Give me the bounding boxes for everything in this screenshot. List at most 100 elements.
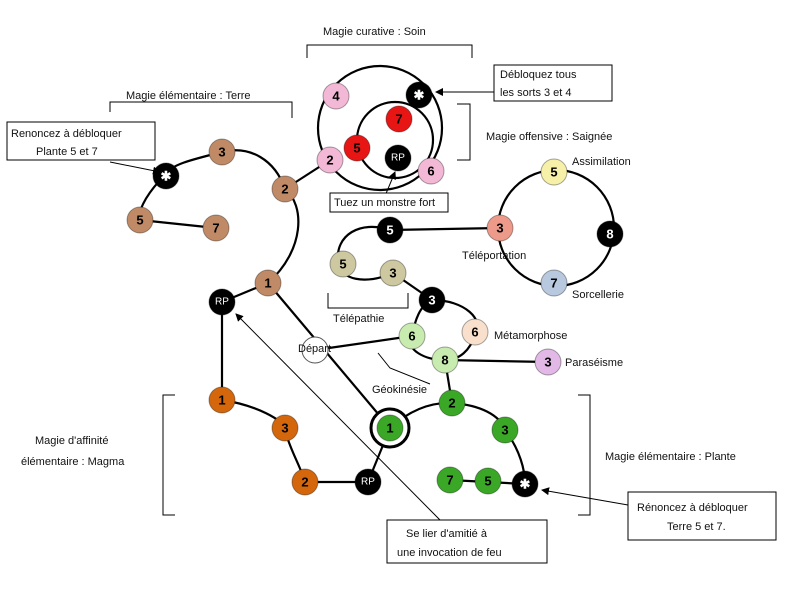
node-plante-star: ✱ [511, 470, 539, 498]
node-plante-1: 1 [369, 407, 411, 449]
label-terre: Magie élémentaire : Terre [126, 90, 251, 102]
soin-bracket [306, 44, 473, 58]
node-label: RP [391, 153, 405, 164]
arrow-renoncez-terre [109, 161, 161, 175]
node-disc [486, 214, 514, 242]
node-disc [329, 250, 357, 278]
soin-ring [316, 64, 444, 192]
node-geo-6: 6 [398, 322, 426, 350]
node-label: 8 [441, 353, 448, 368]
node-label: 7 [395, 112, 402, 127]
node-disc [511, 470, 539, 498]
label-sorcellerie: Sorcellerie [572, 289, 624, 301]
node-label: RP [215, 297, 229, 308]
label-plante: Magie élémentaire : Plante [605, 451, 736, 463]
arrow-lier [235, 313, 441, 521]
callout-debloquez: Débloquez tous les sorts 3 et 4 [493, 64, 613, 102]
node-disc [354, 468, 382, 496]
node-disc [316, 146, 344, 174]
node-disc [126, 206, 154, 234]
node-para-3: 3 [534, 348, 562, 376]
node-disc [385, 105, 413, 133]
node-label: 2 [326, 153, 333, 168]
node-disc [208, 288, 236, 316]
node-telepa-3: 3 [379, 259, 407, 287]
node-disc [540, 158, 568, 186]
node-label: 1 [264, 276, 271, 291]
node-plante-5: 5 [474, 467, 502, 495]
label-depart: Départ [298, 343, 331, 355]
terre-bracket [109, 101, 293, 118]
node-magma-1: 1 [208, 386, 236, 414]
node-label: 3 [281, 421, 288, 436]
node-label: 6 [408, 329, 415, 344]
node-label: 1 [218, 393, 225, 408]
terre-plante-link [267, 282, 391, 429]
callout-renoncez-terre-line1: Renoncez à débloquer [11, 128, 122, 140]
telepathie-bracket [327, 293, 409, 309]
node-dark-5: 5 [376, 216, 404, 244]
label-geokinesie: Géokinésie [372, 384, 427, 396]
node-label: 3 [389, 266, 396, 281]
node-label: 5 [550, 165, 557, 180]
node-disc [208, 386, 236, 414]
node-disc [474, 467, 502, 495]
node-terre-2: 2 [271, 175, 299, 203]
depart-geo-link [314, 334, 413, 352]
label-paraseisme: Paraséisme [565, 357, 623, 369]
callout-lier-line1: Se lier d'amitié à [406, 528, 488, 540]
plante-arc [389, 401, 527, 485]
node-terre-star: ✱ [152, 162, 180, 190]
callout-lier-line2: une invocation de feu [397, 547, 502, 559]
node-disc [208, 138, 236, 166]
node-label: 2 [281, 182, 288, 197]
node-disc [343, 134, 371, 162]
node-label: ✱ [414, 88, 425, 103]
node-telepa-5: 5 [329, 250, 357, 278]
node-sorc-7: 7 [540, 269, 568, 297]
node-label: 7 [550, 276, 557, 291]
label-magma-1: Magie d'affinité [35, 435, 108, 447]
node-disc [254, 269, 282, 297]
node-rp-bottom: RP [354, 468, 382, 496]
node-disc [271, 175, 299, 203]
callout-renoncez-plante-line2: Terre 5 et 7. [667, 521, 726, 533]
node-label: 8 [606, 227, 613, 242]
node-label: ✱ [161, 169, 172, 184]
node-disc [540, 269, 568, 297]
terre-arc [136, 149, 287, 221]
brackets [109, 44, 591, 516]
node-label: 2 [448, 396, 455, 411]
node-disc [271, 414, 299, 442]
callout-debloquez-line2: les sorts 3 et 4 [500, 87, 572, 99]
node-disc [436, 466, 464, 494]
node-geo-8: 8 [431, 346, 459, 374]
plante-bracket [578, 394, 591, 516]
node-meta-6: 6 [461, 318, 489, 346]
node-label: ✱ [520, 477, 531, 492]
node-disc [376, 216, 404, 244]
node-disc [417, 157, 445, 185]
node-label: 5 [339, 257, 346, 272]
magma-bracket [162, 394, 175, 516]
label-telepathie: Télépathie [333, 313, 384, 325]
node-disc [534, 348, 562, 376]
node-label: 1 [386, 421, 393, 436]
node-label: 3 [501, 423, 508, 438]
node-disc [431, 346, 459, 374]
node-label: 5 [386, 223, 393, 238]
node-disc [152, 162, 180, 190]
node-terre-1: 1 [254, 269, 282, 297]
node-dark-3: 3 [418, 286, 446, 314]
label-metamorphose: Métamorphose [494, 330, 567, 342]
node-magma-3: 3 [271, 414, 299, 442]
callout-debloquez-line1: Débloquez tous [500, 69, 577, 81]
label-soin: Magie curative : Soin [323, 26, 426, 38]
label-teleportation: Téléportation [462, 250, 526, 262]
node-terre-7: 7 [202, 214, 230, 242]
node-disc [461, 318, 489, 346]
node-disc [418, 286, 446, 314]
magma-arc [221, 398, 307, 483]
node-disc [384, 144, 412, 172]
